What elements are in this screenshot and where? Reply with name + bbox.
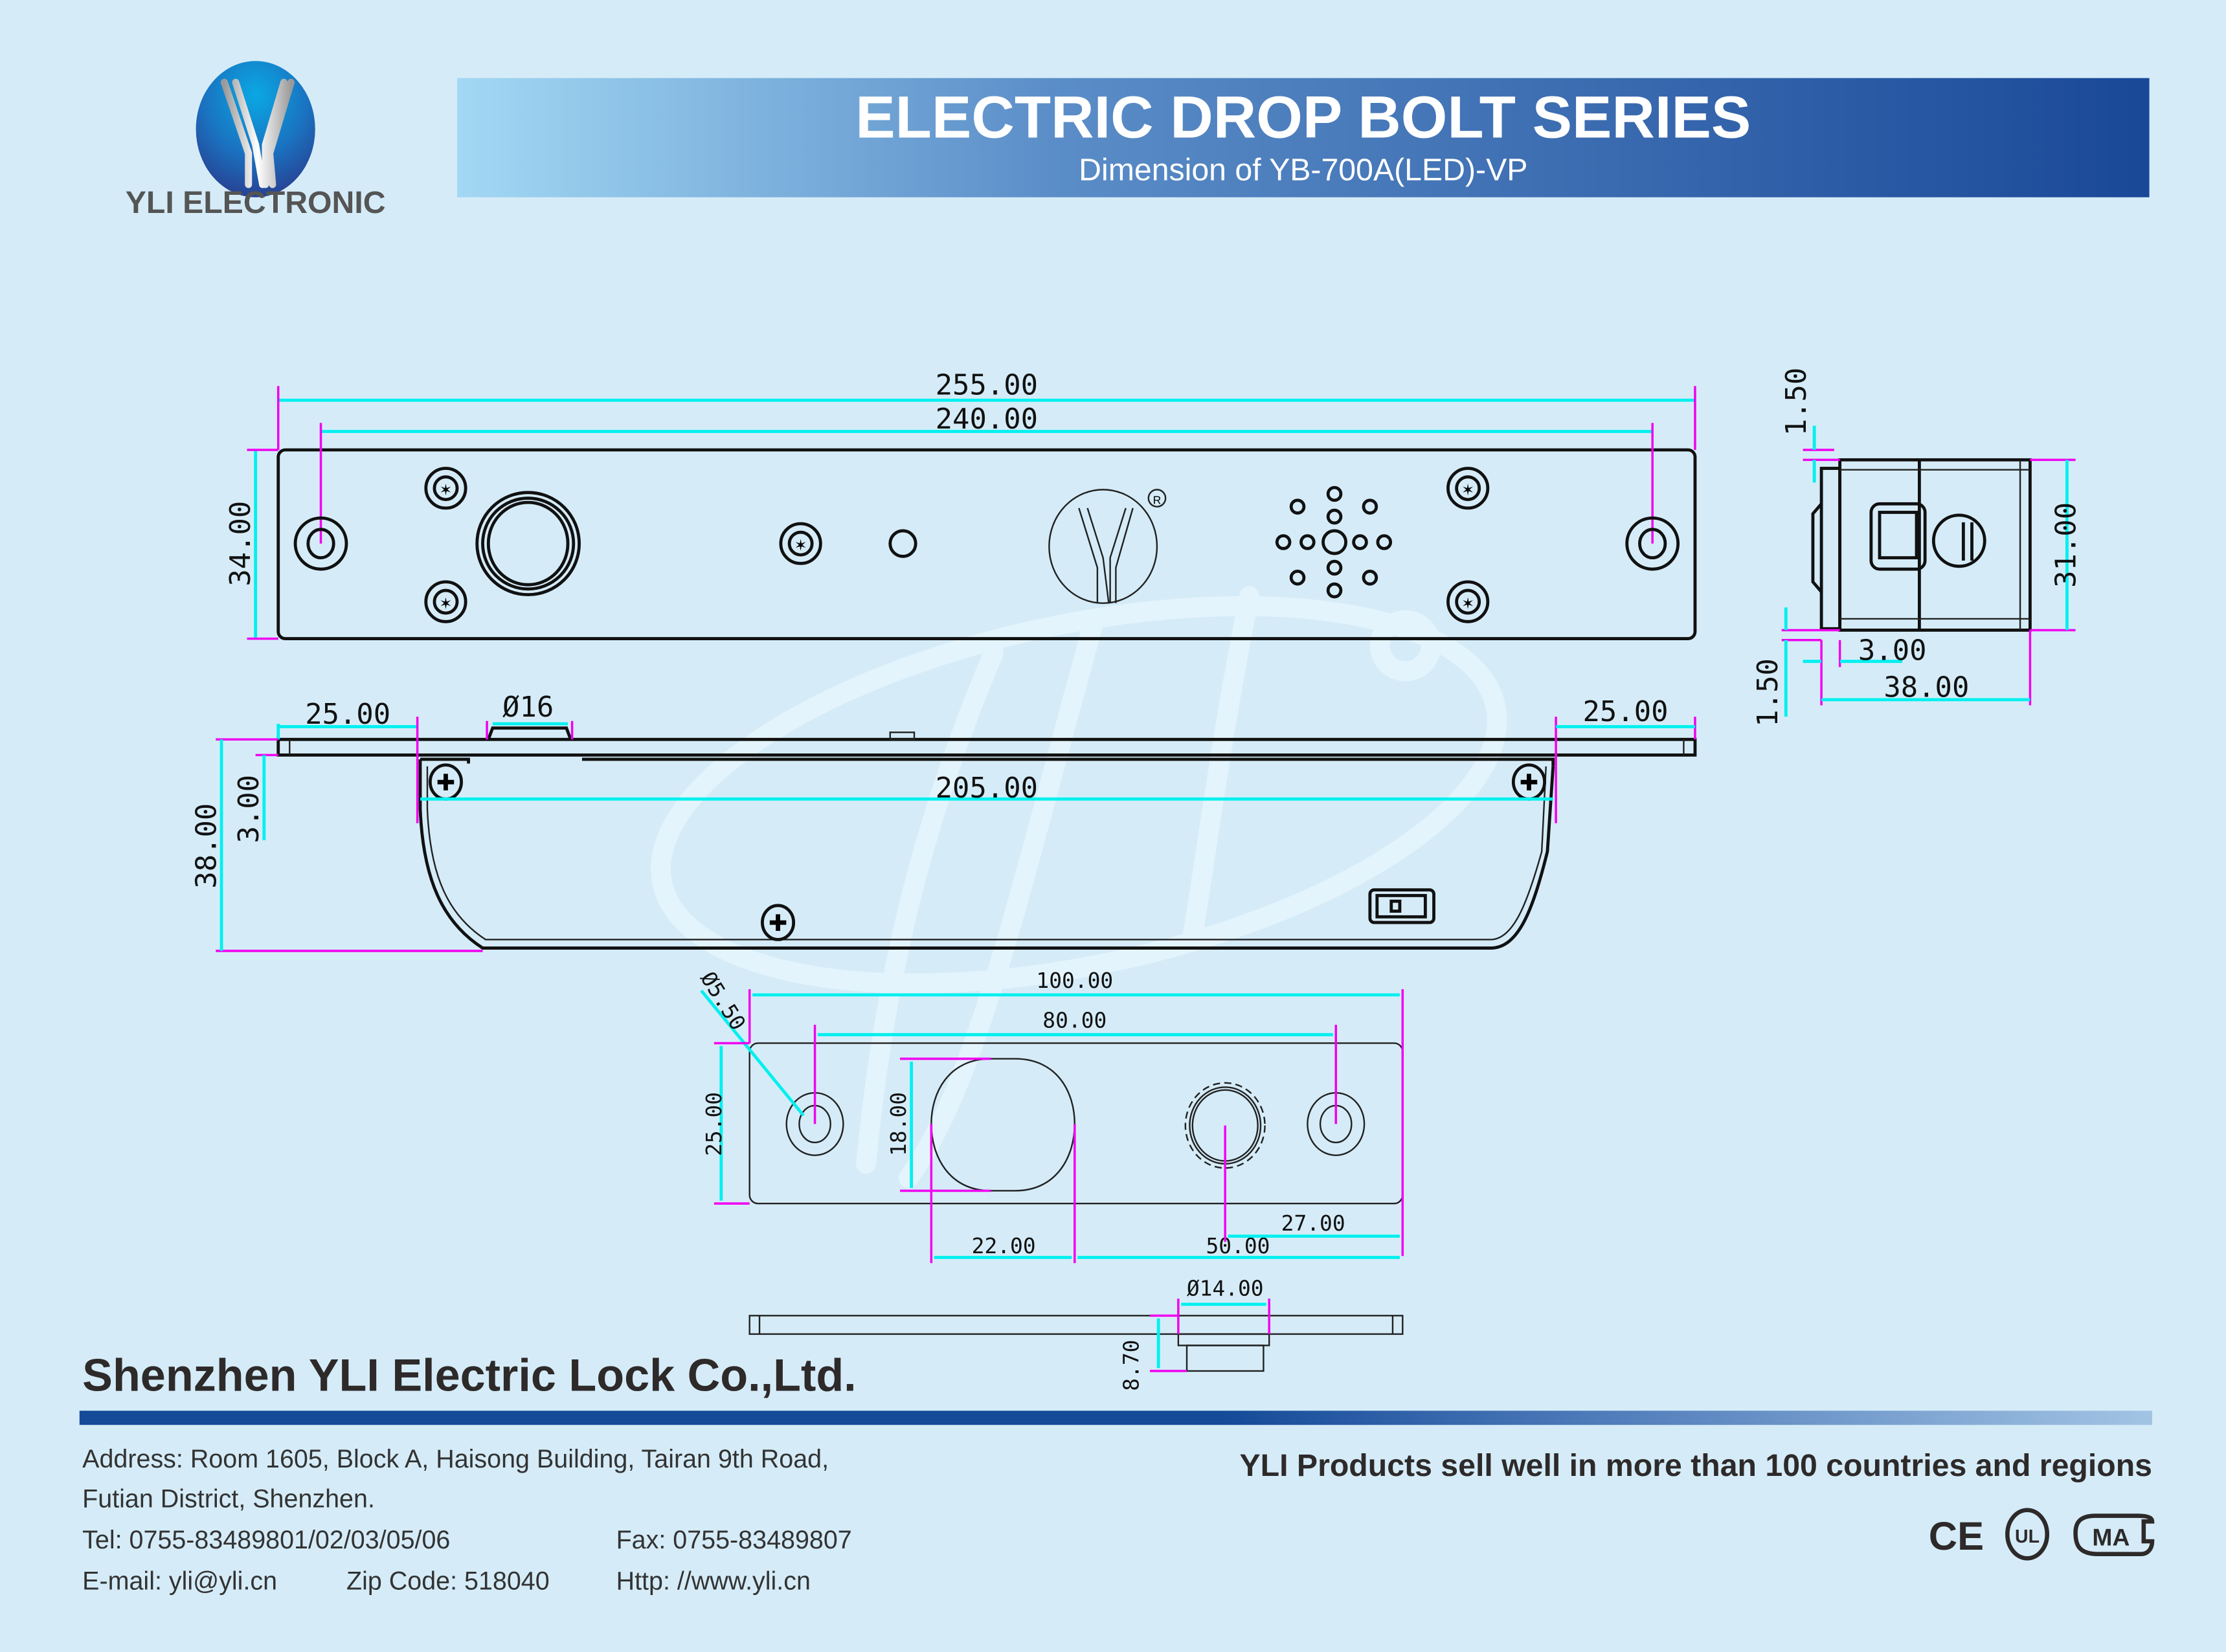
slide-switch-icon bbox=[1368, 888, 1435, 924]
torx-screw-icon: ✶ bbox=[1446, 467, 1490, 510]
torx-screw-icon: ✶ bbox=[424, 580, 467, 623]
phillips-screw-icon: ✚ bbox=[761, 904, 796, 941]
svg-text:✶: ✶ bbox=[439, 482, 452, 499]
speaker-grille-icon bbox=[1275, 486, 1393, 599]
dim-bottom-flange: 1.50 bbox=[1751, 658, 1784, 727]
slogan: YLI Products sell well in more than 100 … bbox=[1240, 1448, 2152, 1483]
registered-mark: R bbox=[1153, 493, 1162, 506]
svg-text:✶: ✶ bbox=[1461, 482, 1474, 499]
dim-sensor-to-end: 27.00 bbox=[1281, 1211, 1345, 1236]
cma-mark-icon: MA bbox=[2073, 1513, 2155, 1557]
dim-right-flange: 25.00 bbox=[1583, 695, 1669, 728]
zip-code: Zip Code: 518040 bbox=[346, 1567, 550, 1596]
dim-overall-length: 255.00 bbox=[936, 368, 1038, 401]
company-name: Shenzhen YLI Electric Lock Co.,Ltd. bbox=[82, 1350, 857, 1401]
page-subtitle: Dimension of YB-700A(LED)-VP bbox=[1079, 152, 1527, 187]
footer-divider bbox=[79, 1411, 2152, 1425]
svg-text:MA: MA bbox=[2092, 1524, 2130, 1551]
bolt-body-outline bbox=[418, 759, 1555, 950]
dim-side-height: 31.00 bbox=[2050, 502, 2083, 588]
connector-port-icon bbox=[1869, 502, 1927, 571]
sensor-body bbox=[1186, 1345, 1265, 1372]
dim-top-flange: 1.50 bbox=[1780, 368, 1813, 436]
logo-text: YLI ELECTRONIC bbox=[126, 185, 386, 220]
front-view: 255.00 240.00 34.00 ✶ ✶ ✶ ✶ ✶ R bbox=[224, 368, 1697, 641]
side-view: 1.50 1.50 31.00 3.00 38.00 bbox=[1751, 368, 2082, 727]
dim-overall-depth: 38.00 bbox=[190, 803, 223, 889]
dim-side-depth: 38.00 bbox=[1883, 671, 1969, 704]
dim-strike-hole-spacing: 80.00 bbox=[1042, 1007, 1107, 1032]
dim-height: 34.00 bbox=[224, 501, 257, 586]
company-logo: YLI ELECTRONIC bbox=[126, 61, 386, 220]
telephone: Tel: 0755-83489801/02/03/05/06 bbox=[82, 1526, 450, 1554]
mounting-hole-right bbox=[1625, 516, 1680, 571]
mounting-hole-left bbox=[293, 516, 348, 571]
certification-marks: CE UL MA bbox=[1929, 1508, 2155, 1561]
bolt-protrusion bbox=[486, 726, 572, 741]
bolt-end-icon bbox=[1931, 513, 1986, 568]
ce-mark-icon: CE bbox=[1929, 1514, 1984, 1559]
dim-left-flange: 25.00 bbox=[305, 698, 390, 731]
dim-bolt-diameter: Ø16 bbox=[502, 691, 554, 724]
torx-screw-icon: ✶ bbox=[424, 467, 467, 510]
torx-screw-icon: ✶ bbox=[779, 522, 822, 565]
svg-text:✶: ✶ bbox=[794, 537, 807, 555]
dim-slot-height: 18.00 bbox=[886, 1092, 911, 1156]
ul-mark-icon: UL bbox=[2005, 1508, 2050, 1561]
yli-watermark bbox=[651, 586, 1507, 1189]
yli-logo-icon bbox=[196, 61, 315, 197]
footer: Shenzhen YLI Electric Lock Co.,Ltd. Addr… bbox=[79, 1350, 2155, 1596]
strike-plate-view: 100.00 80.00 Ø5.50 25.00 18.00 22.00 50.… bbox=[695, 967, 1404, 1264]
page-title: ELECTRIC DROP BOLT SERIES bbox=[855, 84, 1751, 151]
dim-strike-width: 25.00 bbox=[701, 1092, 726, 1156]
dim-sensor-depth: 8.70 bbox=[1118, 1340, 1143, 1391]
phillips-screw-icon: ✚ bbox=[1511, 763, 1546, 801]
strike-side-view: Ø14.00 8.70 bbox=[748, 1276, 1404, 1391]
top-view: ✚ ✚ ✚ 25.00 Ø16 25.00 205.00 38.00 3.00 bbox=[190, 691, 1697, 952]
svg-text:✚: ✚ bbox=[769, 911, 787, 936]
dim-plate-thickness: 3.00 bbox=[1858, 634, 1927, 667]
svg-text:✚: ✚ bbox=[436, 770, 455, 796]
svg-text:✚: ✚ bbox=[1520, 770, 1538, 796]
svg-text:UL: UL bbox=[2015, 1526, 2040, 1547]
dim-body-length: 205.00 bbox=[936, 772, 1038, 805]
faceplate-outline bbox=[276, 448, 1697, 641]
led-indicator-icon bbox=[888, 529, 917, 558]
address-line-2: Futian District, Shenzhen. bbox=[82, 1484, 375, 1513]
y-emblem-icon: R bbox=[1048, 489, 1167, 604]
torx-screw-icon: ✶ bbox=[1446, 580, 1490, 623]
svg-text:✶: ✶ bbox=[1461, 596, 1474, 613]
address-line-1: Address: Room 1605, Block A, Haisong Bui… bbox=[82, 1445, 829, 1473]
dim-sensor-diameter: Ø14.00 bbox=[1187, 1276, 1264, 1301]
email[interactable]: E-mail: yli@yli.cn bbox=[82, 1567, 277, 1596]
dim-strike-length: 100.00 bbox=[1036, 968, 1113, 993]
dim-hole-spacing: 240.00 bbox=[936, 403, 1038, 436]
dim-top-plate-thickness: 3.00 bbox=[232, 775, 265, 843]
header-banner: ELECTRIC DROP BOLT SERIES Dimension of Y… bbox=[457, 78, 2150, 197]
bolt-opening bbox=[475, 491, 581, 597]
dim-slot-width: 22.00 bbox=[972, 1233, 1036, 1258]
fax: Fax: 0755-83489807 bbox=[616, 1526, 852, 1554]
svg-text:✶: ✶ bbox=[439, 596, 452, 613]
website-link[interactable]: Http: //www.yli.cn bbox=[616, 1567, 811, 1596]
bolt-receiving-slot bbox=[930, 1058, 1076, 1192]
